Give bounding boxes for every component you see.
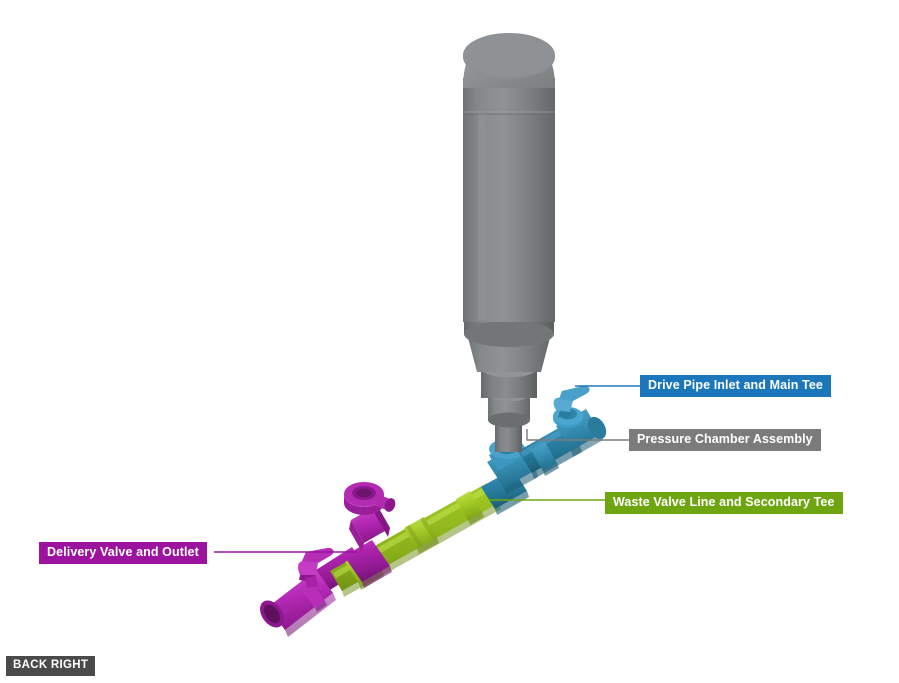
part-delivery-valve-and-outlet (260, 547, 366, 637)
callout-delivery-valve-and-outlet[interactable]: Delivery Valve and Outlet (39, 542, 207, 564)
part-pressure-chamber-assembly (463, 33, 555, 452)
callout-drive-pipe-inlet-and-main-tee[interactable]: Drive Pipe Inlet and Main Tee (640, 375, 831, 397)
view-orientation-badge: BACK RIGHT (6, 656, 96, 676)
part-delivery-tee-branch (344, 482, 396, 588)
leader-line-pressure-chamber (526, 429, 630, 441)
callout-pressure-chamber-assembly[interactable]: Pressure Chamber Assembly (629, 429, 821, 451)
callout-waste-valve-line-and-secondary-tee[interactable]: Waste Valve Line and Secondary Tee (605, 492, 843, 514)
callout-leader-lines (214, 385, 641, 553)
